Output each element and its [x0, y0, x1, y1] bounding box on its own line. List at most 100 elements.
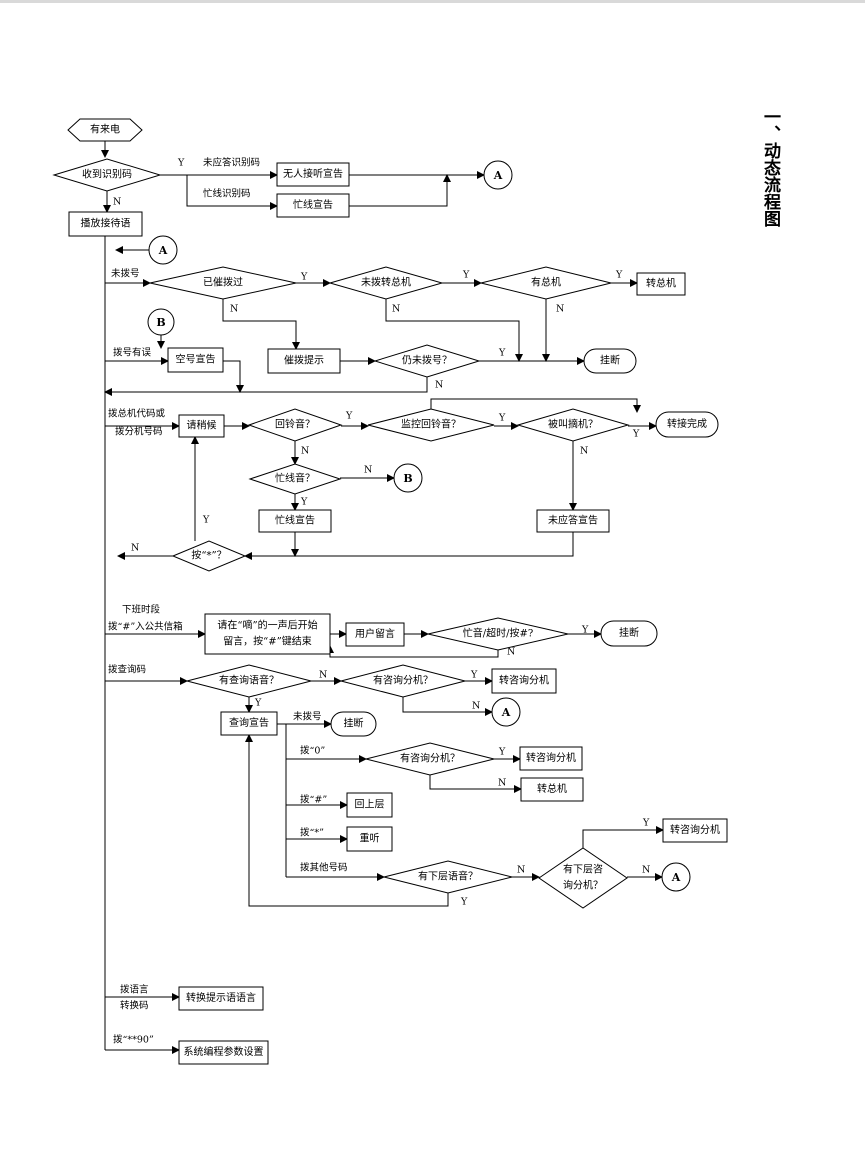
- lbl-dial-ext-2: 拨分机号码: [115, 426, 163, 438]
- no-answer-ann2-text: 未应答宣告: [548, 514, 598, 527]
- n-lower-consult: N: [642, 865, 650, 876]
- busy-ann-top-box: [276, 193, 350, 218]
- y-busy-tone: Y: [300, 497, 308, 508]
- connector-a-1-text: A: [493, 169, 503, 182]
- dial-operator-diamond: [328, 266, 444, 300]
- n-still-not: N: [435, 380, 443, 391]
- lbl-dial-ext-1: 拨总机代码或: [108, 408, 166, 420]
- busy-timeout-diamond: [427, 617, 569, 651]
- has-query-voice-text: 有查询语音？: [219, 674, 279, 687]
- prompt-dial-box: [267, 348, 341, 374]
- no-answer-ann2-box: [536, 509, 610, 533]
- to-operator-2-text: 转总机: [537, 782, 567, 795]
- y-press-star: Y: [202, 515, 210, 526]
- user-msg-box: [345, 622, 405, 647]
- to-consult-3-box: [662, 818, 728, 843]
- recv-code-text: 收到识别码: [82, 168, 132, 181]
- answered-diamond: [516, 408, 630, 442]
- n-has-operator: N: [556, 304, 564, 315]
- hangup-3-text: 挂断: [344, 717, 364, 730]
- n-lower-voice: N: [517, 865, 525, 876]
- y-recv: Y: [177, 158, 185, 169]
- to-consult-2-box: [519, 746, 583, 771]
- start-text: 有来电: [90, 123, 120, 136]
- hangup-1-text: 挂断: [600, 354, 620, 367]
- hangup-3-terminator: [330, 711, 377, 737]
- to-consult-1-text: 转咨询分机: [499, 674, 549, 687]
- to-operator-1-text: 转总机: [646, 277, 676, 290]
- y-still-not: Y: [498, 348, 506, 359]
- lbl-dial-other: 拨其他号码: [300, 862, 348, 874]
- back-level-text: 回上层: [355, 799, 385, 811]
- leave-msg-line1: 请在“嘀”的一声后开始: [217, 619, 317, 632]
- n-busy-timeout: N: [507, 647, 515, 658]
- n-consult-1: N: [472, 701, 480, 712]
- connector-a-3-text: A: [501, 706, 511, 719]
- busy-ann-text: 忙线宣告: [275, 514, 315, 527]
- lbl-dial-zero: 拨“0”: [300, 745, 325, 757]
- query-ann-box: [220, 711, 278, 736]
- n-query-voice: N: [319, 670, 327, 681]
- please-wait-box: [178, 414, 225, 438]
- hangup-2-text: 挂断: [619, 626, 639, 639]
- busy-tone-text: 忙线音？: [275, 472, 315, 485]
- flow-line: [245, 734, 449, 907]
- lbl-not-dialed: 未拨号: [111, 268, 140, 280]
- leave-msg-line2: 留言，按“#”键结束: [223, 635, 312, 648]
- has-consult-2-text: 有咨询分机？: [400, 752, 460, 765]
- flow-line: [326, 645, 499, 658]
- empty-ann-text: 空号宣告: [176, 353, 216, 366]
- lbl-dial-query: 拨查询码: [108, 664, 146, 676]
- lbl-busy-code: 忙线识别码: [203, 188, 251, 200]
- lbl-dial-lang-1: 拨语言: [120, 984, 149, 996]
- lbl-wrong-number: 拨号有误: [113, 347, 152, 359]
- n-recv: N: [113, 197, 121, 208]
- sys-settings-box: [178, 1040, 269, 1065]
- back-level-box: [346, 792, 393, 818]
- y-busy-timeout: Y: [581, 625, 589, 636]
- switch-lang-text: 转换提示语语言: [186, 991, 256, 1004]
- to-consult-3-text: 转咨询分机: [670, 823, 720, 836]
- flow-line: [222, 299, 300, 350]
- n-dialed-before: N: [230, 304, 238, 315]
- connector-a-2-connector: [148, 235, 178, 265]
- has-query-voice-diamond: [186, 664, 312, 698]
- y-dialed-before: Y: [300, 272, 308, 283]
- answered-text: 被叫摘机？: [548, 418, 598, 431]
- to-operator-1-box: [636, 272, 686, 296]
- to-consult-1-box: [491, 668, 557, 694]
- flow-line: [402, 697, 493, 716]
- to-operator-2-box: [520, 777, 584, 802]
- has-operator-text: 有总机: [531, 276, 561, 289]
- user-msg-text: 用户留言: [355, 627, 395, 640]
- page-edge: [0, 0, 865, 3]
- no-answer-ann-box: [276, 162, 350, 187]
- leave-msg-box: [204, 613, 331, 655]
- greeting-box: [68, 211, 143, 237]
- please-wait-text: 请稍候: [187, 419, 217, 432]
- lbl-unanswered-code: 未应答识别码: [203, 157, 260, 169]
- transfer-done-text: 转接完成: [667, 417, 707, 430]
- connector-a-4-text: A: [671, 871, 681, 884]
- monitor-ring-text: 监控回铃音？: [401, 418, 461, 431]
- busy-ann-top-text: 忙线宣告: [293, 198, 333, 211]
- hangup-2-terminator: [600, 620, 658, 647]
- dialed-before-text: 已催拨过: [203, 276, 243, 289]
- has-lower-voice-diamond: [383, 860, 513, 894]
- has-consult-1-text: 有咨询分机？: [373, 674, 433, 687]
- ringback-diamond: [247, 408, 343, 442]
- n-dial-operator: N: [392, 304, 400, 315]
- n-consult-2: N: [498, 778, 506, 789]
- flow-line: [186, 175, 278, 210]
- y-dial-operator: Y: [462, 270, 470, 281]
- prompt-dial-text: 催拨提示: [284, 354, 324, 367]
- connector-a-1-connector: [483, 160, 513, 190]
- y-ringback: Y: [345, 411, 353, 422]
- flow-line: [430, 398, 641, 413]
- y-lower-consult: Y: [642, 818, 650, 829]
- recv-code-diamond: [52, 158, 162, 192]
- flow-line: [349, 174, 451, 207]
- lbl-dial-hash: 拨“#”: [300, 794, 327, 806]
- has-lower-consult-line1: 有下层咨: [563, 863, 603, 876]
